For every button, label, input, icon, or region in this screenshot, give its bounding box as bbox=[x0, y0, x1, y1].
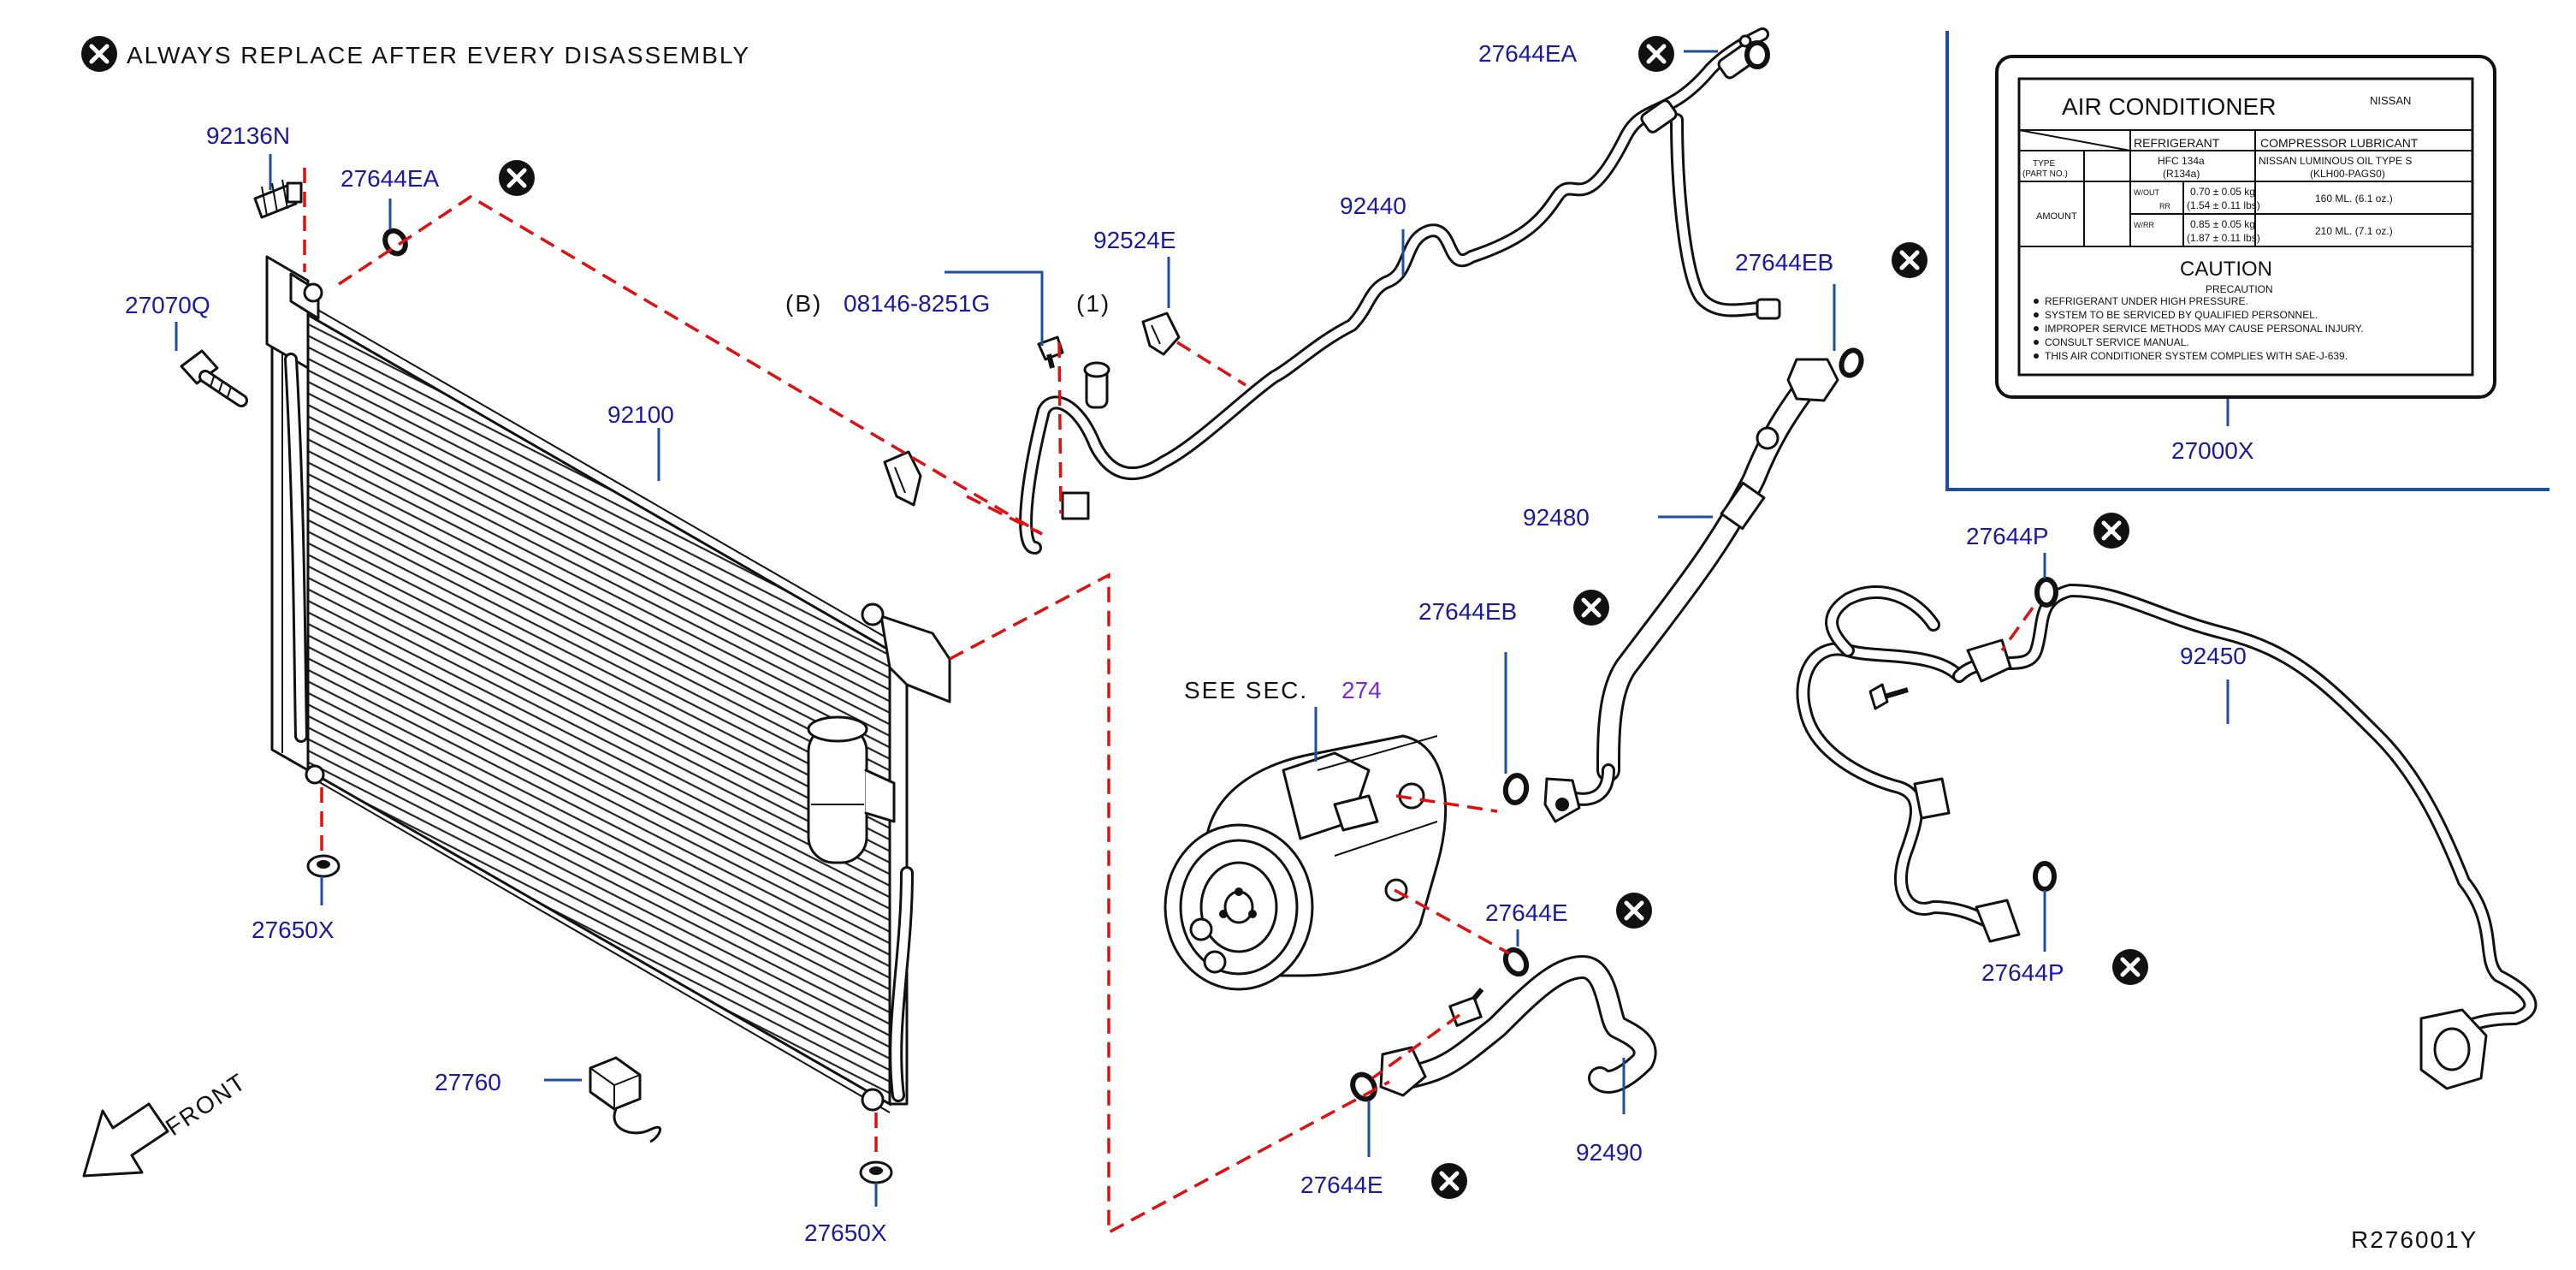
card-wrr-label: W/RR bbox=[2134, 221, 2154, 229]
hose-92480 bbox=[1543, 358, 1839, 823]
pressure-switch-92136N bbox=[253, 179, 303, 219]
see-section-text: SEE SEC. bbox=[1184, 677, 1308, 703]
part-label-27644P: 27644P bbox=[1966, 523, 2049, 549]
x-circle-icon bbox=[81, 36, 117, 72]
card-caution-line: IMPROPER SERVICE METHODS MAY CAUSE PERSO… bbox=[2045, 323, 2364, 335]
card-rr-label: RR bbox=[2159, 202, 2170, 211]
card-caution-line: REFRIGERANT UNDER HIGH PRESSURE. bbox=[2045, 295, 2248, 307]
legend: ALWAYS REPLACE AFTER EVERY DISASSEMBLY bbox=[81, 36, 750, 72]
card-lubricant-part: (KLH00-PAGS0) bbox=[2310, 168, 2385, 180]
part-label-08146-8251G: 08146-8251G bbox=[844, 290, 990, 317]
card-refrigerant-type: HFC 134a bbox=[2158, 155, 2205, 167]
card-wout-lbs: (1.54 ± 0.11 lbs) bbox=[2187, 199, 2260, 211]
bolt-08146-8251G bbox=[1037, 335, 1064, 369]
pipe-92440 bbox=[1019, 27, 1781, 555]
leader-lines bbox=[175, 50, 2230, 1207]
o-ring-27644EA-top bbox=[1744, 40, 1770, 69]
label-card-27000X: AIR CONDITIONER NISSAN REFRIGERANT COMPR… bbox=[1945, 31, 2549, 491]
compressor bbox=[1164, 734, 1448, 991]
x-circle-icon bbox=[499, 160, 535, 196]
card-wout-kg: 0.70 ± 0.05 kg bbox=[2190, 186, 2255, 198]
part-label-92440: 92440 bbox=[1340, 193, 1406, 219]
o-ring-27644EB-top bbox=[1839, 347, 1864, 378]
part-label-92524E: 92524E bbox=[1093, 227, 1176, 253]
part-label-27644P: 27644P bbox=[1981, 959, 2064, 986]
o-ring-27644EB-mid bbox=[1502, 773, 1530, 805]
pipe-92490 bbox=[1379, 955, 1657, 1097]
o-ring-27644P-lower bbox=[2033, 861, 2057, 892]
part-label-27644EA: 27644EA bbox=[1478, 40, 1578, 67]
x-circle-icon bbox=[1892, 242, 1928, 278]
part-label-27000X: 27000X bbox=[2171, 437, 2254, 464]
card-title: AIR CONDITIONER bbox=[2062, 93, 2276, 120]
card-precaution: PRECAUTION bbox=[2206, 283, 2273, 295]
card-brand: NISSAN bbox=[2370, 94, 2411, 107]
card-lub-wout: 160 ML. (6.1 oz.) bbox=[2315, 193, 2393, 205]
card-caution-line: SYSTEM TO BE SERVICED BY QUALIFIED PERSO… bbox=[2045, 309, 2318, 321]
card-amount-label: AMOUNT bbox=[2036, 211, 2077, 222]
card-refrigerant-type2: (R134a) bbox=[2163, 168, 2200, 180]
o-ring-27644E-upper bbox=[1502, 947, 1530, 977]
clip-left bbox=[883, 450, 922, 507]
rubber-mount-27650X-bottom bbox=[859, 1160, 893, 1184]
card-caution-line: CONSULT SERVICE MANUAL. bbox=[2045, 336, 2189, 348]
part-labels: 92136N 27644EA 27070Q 92100 92524E 92440… bbox=[125, 40, 2478, 1253]
x-circle-icon bbox=[2093, 513, 2129, 549]
sensor-27760 bbox=[589, 1056, 661, 1143]
part-label-92480: 92480 bbox=[1523, 504, 1590, 531]
part-label-27644E: 27644E bbox=[1485, 899, 1568, 926]
x-circle-icon bbox=[2112, 949, 2148, 985]
legend-text: ALWAYS REPLACE AFTER EVERY DISASSEMBLY bbox=[127, 42, 750, 68]
part-label-27650X: 27650X bbox=[804, 1220, 887, 1246]
x-circle-icon bbox=[1638, 36, 1674, 72]
x-circle-icon bbox=[1431, 1163, 1467, 1199]
bolt-note-prefix: (B) bbox=[785, 290, 822, 317]
part-label-27650X: 27650X bbox=[252, 917, 335, 943]
section-number-274: 274 bbox=[1341, 677, 1382, 703]
part-label-27760: 27760 bbox=[435, 1069, 501, 1095]
part-label-27644EB: 27644EB bbox=[1735, 249, 1833, 276]
condenser-92100 bbox=[265, 255, 951, 1113]
card-lubricant-type: NISSAN LUMINOUS OIL TYPE S bbox=[2259, 155, 2412, 167]
rubber-mount-27650X-left bbox=[306, 854, 341, 878]
dashed-guides bbox=[303, 168, 2034, 1235]
front-arrow: FRONT bbox=[82, 1068, 252, 1178]
bolt-27070Q bbox=[180, 349, 248, 407]
card-col-compressor: COMPRESSOR LUBRICANT bbox=[2260, 136, 2419, 150]
part-label-27644EB: 27644EB bbox=[1418, 598, 1517, 625]
x-circle-icon bbox=[1573, 590, 1609, 626]
diagram-reference: R276001Y bbox=[2351, 1226, 2478, 1253]
part-label-27644E: 27644E bbox=[1300, 1172, 1383, 1198]
card-type-label: TYPE bbox=[2033, 159, 2055, 169]
pipe-92450 bbox=[1796, 584, 2538, 1090]
part-label-27644EA: 27644EA bbox=[341, 165, 440, 192]
part-label-92490: 92490 bbox=[1576, 1139, 1643, 1166]
card-col-refrigerant: REFRIGERANT bbox=[2134, 136, 2220, 150]
card-wrr-lbs: (1.87 ± 0.11 lbs) bbox=[2187, 232, 2260, 244]
o-ring-27644P-upper bbox=[2034, 577, 2058, 608]
card-caution-title: CAUTION bbox=[2180, 258, 2272, 281]
card-lub-wrr: 210 ML. (7.1 oz.) bbox=[2315, 225, 2393, 237]
bolt-note-qty: (1) bbox=[1076, 290, 1110, 317]
front-label: FRONT bbox=[161, 1068, 252, 1141]
card-wrr-kg: 0.85 ± 0.05 kg bbox=[2190, 218, 2255, 230]
card-part-no-label: (PART NO.) bbox=[2022, 169, 2068, 179]
x-circle-icon bbox=[1616, 893, 1652, 929]
part-label-92450: 92450 bbox=[2180, 643, 2247, 669]
card-caution-line: THIS AIR CONDITIONER SYSTEM COMPLIES WIT… bbox=[2045, 350, 2348, 362]
part-label-92100: 92100 bbox=[607, 401, 674, 428]
clip-92524E bbox=[1141, 312, 1181, 356]
part-label-92136N: 92136N bbox=[206, 122, 290, 149]
o-ring-27644EA-left bbox=[382, 228, 408, 257]
card-wout-label: W/OUT bbox=[2134, 188, 2159, 197]
part-label-27070Q: 27070Q bbox=[125, 292, 210, 318]
